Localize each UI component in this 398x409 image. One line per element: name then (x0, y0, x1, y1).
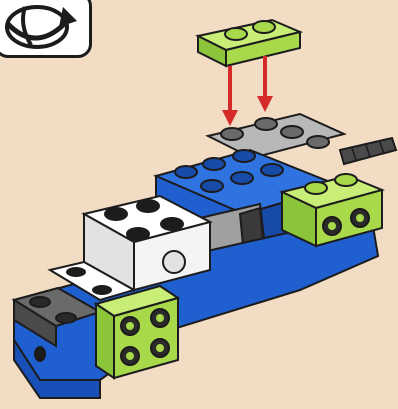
down-arrow-icon (222, 56, 273, 126)
lime-brick-front (96, 286, 178, 378)
lime-plate-part (198, 20, 300, 66)
gray-axle (340, 138, 396, 164)
